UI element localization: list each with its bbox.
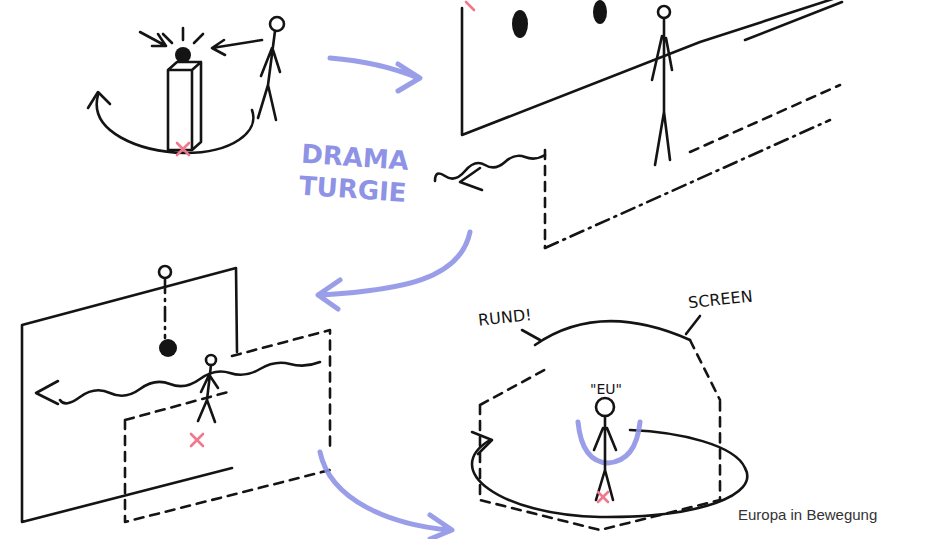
room-box (125, 330, 330, 522)
position-mark (598, 492, 608, 502)
look-arrow (212, 40, 262, 55)
section-heading: DRAMA TURGIE (298, 138, 432, 211)
figure-head (206, 355, 216, 365)
leader-line (522, 330, 540, 340)
stick-figure (258, 31, 280, 120)
panel-pedestal (88, 17, 284, 155)
caption: Europa in Bewegung (738, 505, 938, 525)
floor-line (545, 120, 830, 248)
figure-head (596, 398, 614, 416)
flow-arrow (320, 452, 452, 539)
wavy-arrow (435, 155, 545, 181)
figure-head (270, 17, 284, 31)
look-arrow (140, 32, 166, 46)
position-mark (466, 2, 474, 10)
figure-head (159, 266, 171, 278)
orbit-arrow (472, 430, 747, 517)
arrow-head (88, 92, 110, 108)
flow-arrow (318, 232, 470, 309)
panel-round-screen (472, 316, 747, 530)
floor-line (544, 150, 547, 248)
ball (512, 10, 528, 38)
position-mark (191, 434, 203, 446)
arrow-head (460, 168, 482, 190)
figure-head (658, 6, 670, 18)
arrow-head (472, 432, 492, 454)
flow-arrow (330, 58, 420, 91)
orbit-arrow (97, 95, 254, 153)
label-text: "EU" (590, 380, 640, 398)
panel-corridor (22, 266, 330, 522)
screen-label: SCREEN (687, 283, 789, 313)
ball (175, 47, 191, 63)
ball (593, 0, 607, 24)
ball (159, 339, 177, 357)
suspension-line (164, 279, 167, 338)
panel-wall (435, 0, 842, 248)
wall-edge (745, 2, 842, 40)
arrow-head (36, 381, 58, 404)
highlight-bracket (578, 422, 640, 463)
stick-figure (594, 416, 616, 500)
shape-note: RUND! (477, 301, 569, 330)
leader-line (686, 316, 700, 334)
stick-figure (198, 365, 218, 422)
wavy-arrow (60, 362, 320, 403)
floor-line (690, 85, 840, 152)
wall (462, 0, 842, 135)
position-mark (177, 143, 189, 155)
pedestal (168, 62, 201, 150)
stick-figure (652, 18, 672, 165)
round-screen (535, 321, 690, 345)
light-rays (163, 28, 203, 43)
